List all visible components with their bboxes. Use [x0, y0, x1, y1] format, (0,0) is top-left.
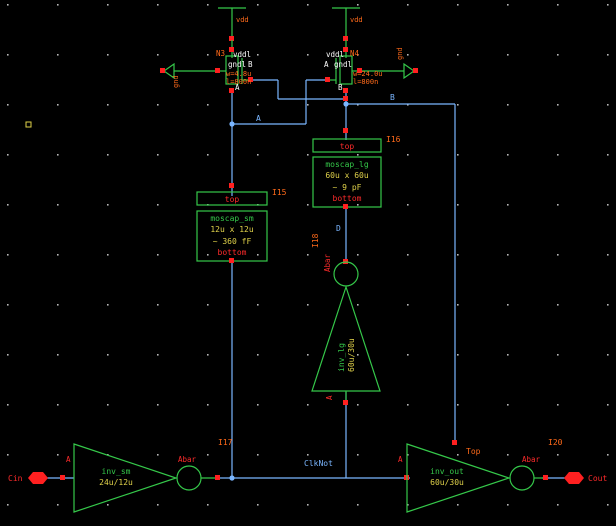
- i17-inst: I17: [218, 438, 233, 447]
- i16-top: top: [340, 142, 355, 151]
- vdd-right[interactable]: vdd: [332, 7, 363, 41]
- port-cout-label: Cout: [588, 474, 607, 483]
- vdd-left-label: vdd: [236, 16, 249, 24]
- i17-pin-abar: Abar: [178, 455, 197, 464]
- port-cout[interactable]: Cout: [564, 472, 607, 484]
- wires: [44, 79, 570, 479]
- i20-size: 60u/30u: [430, 478, 464, 487]
- net-label-b: B: [390, 93, 395, 102]
- i15-bottom: bottom: [218, 248, 247, 257]
- n3-l: l=800n: [226, 78, 251, 86]
- net-label-a: A: [256, 114, 261, 123]
- i16-cap: ~ 9 pF: [333, 183, 362, 192]
- gnd-right-label: gnd: [396, 47, 404, 60]
- vdd-right-label: vdd: [350, 16, 363, 24]
- net-label-d: D: [336, 224, 341, 233]
- net-label-clknot: ClkNot: [304, 459, 333, 468]
- i20-inst: I20: [548, 438, 563, 447]
- n4-pin-gndl: gndl: [334, 60, 352, 69]
- transistor-n3[interactable]: N3 vddl gndl B A w=4.8u l=800n: [215, 40, 253, 93]
- i18-cell: inv_lg: [337, 343, 346, 372]
- i20-cell: inv_out: [430, 467, 464, 476]
- moscap-i15[interactable]: top moscap_sm 12u x 12u ~ 360 fF bottom …: [196, 188, 287, 263]
- n4-l: l=800n: [353, 78, 378, 86]
- i15-cell: moscap_sm: [210, 214, 254, 223]
- gnd-right[interactable]: gnd: [360, 47, 418, 80]
- i20-pin-a: A: [398, 455, 403, 464]
- i17-size: 24u/12u: [99, 478, 133, 487]
- junction-b: [343, 101, 349, 107]
- inverter-i20[interactable]: inv_out 60u/30u A Abar I20: [398, 438, 563, 513]
- i18-pin-a: A: [325, 395, 334, 400]
- i18-inst: I18: [311, 233, 320, 248]
- i16-inst: I16: [386, 135, 401, 144]
- n4-w: w=24.0u: [353, 70, 383, 78]
- n3-pin-a: A: [235, 83, 240, 92]
- n3-name: N3: [216, 49, 225, 58]
- n4-name: N4: [350, 49, 360, 58]
- n4-pin-a: A: [324, 60, 329, 69]
- i18-pin-abar: Abar: [323, 253, 332, 272]
- i16-cell: moscap_lg: [325, 160, 369, 169]
- origin-marker: [25, 121, 32, 128]
- i18-size: 60u/30u: [347, 338, 356, 372]
- gnd-left-label: gnd: [172, 75, 180, 88]
- n3-pin-b: B: [248, 60, 253, 69]
- port-cin[interactable]: Cin: [8, 472, 48, 484]
- inverter-i18[interactable]: inv_lg 60u/30u Abar A I18: [311, 233, 381, 405]
- gnd-left[interactable]: gnd: [160, 62, 218, 88]
- n4-pin-b: B: [338, 83, 343, 92]
- i17-cell: inv_sm: [102, 467, 131, 476]
- vdd-left[interactable]: vdd: [218, 7, 249, 41]
- port-cin-label: Cin: [8, 474, 23, 483]
- i20-pin-abar: Abar: [522, 455, 541, 464]
- i15-inst: I15: [272, 188, 287, 197]
- i16-size: 60u x 60u: [325, 171, 369, 180]
- net-label-top: Top: [466, 447, 481, 456]
- i15-top: top: [225, 195, 240, 204]
- i15-cap: ~ 360 fF: [213, 237, 252, 246]
- n3-pin-gndl: gndl: [228, 60, 246, 69]
- i17-pin-a: A: [66, 455, 71, 464]
- inverter-i17[interactable]: inv_sm 24u/12u A Abar I17: [60, 438, 233, 513]
- i16-bottom: bottom: [333, 194, 362, 203]
- junction-clknot: [229, 475, 235, 481]
- n4-pin-vddl: vddl: [326, 50, 344, 59]
- moscap-i16[interactable]: top moscap_lg 60u x 60u ~ 9 pF bottom I1…: [312, 135, 401, 209]
- n3-pin-vddl: vddl: [233, 50, 251, 59]
- transistor-n4[interactable]: N4 vddl A gndl B w=24.0u l=800n: [324, 40, 383, 93]
- n3-w: w=4.8u: [226, 70, 251, 78]
- i15-size: 12u x 12u: [210, 225, 254, 234]
- junction-a: [229, 121, 235, 127]
